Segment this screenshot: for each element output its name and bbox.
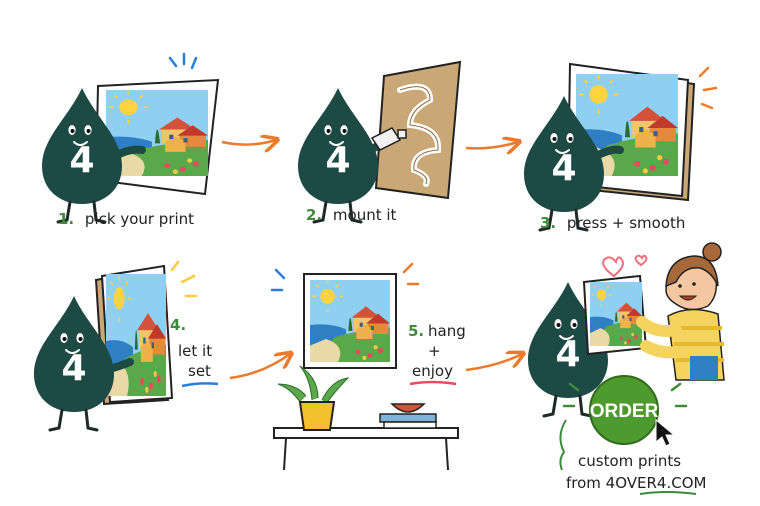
step-5-label-line1: hang: [428, 322, 466, 340]
drop-mascot: 4: [296, 86, 392, 224]
sparkle-lines: [168, 52, 198, 70]
arrow-1-2: [221, 140, 276, 145]
side-table: [273, 427, 459, 471]
arrow-2-3: [465, 142, 518, 148]
order-button[interactable]: ORDER: [589, 375, 659, 445]
step-4-label-line1: let it: [178, 342, 212, 360]
step-3-number: 3.: [540, 214, 556, 232]
arrow-4-5: [229, 354, 290, 380]
order-button-label: ORDER: [590, 401, 659, 422]
mascot-number: 4: [551, 148, 576, 189]
step-3-caption: 3. press + smooth: [540, 214, 685, 232]
underline: [639, 491, 697, 495]
happy-person: [636, 242, 725, 381]
step-6: 4 ORDER: [526, 242, 725, 495]
sparkle-lines: [270, 262, 420, 292]
mascot-number: 4: [555, 334, 580, 375]
bowl-icon: [379, 403, 437, 429]
step-2: 4 2. mount it: [296, 60, 462, 224]
glue-tube: [370, 127, 407, 151]
drop-mascot: 4: [522, 94, 624, 232]
underline: [181, 382, 219, 388]
mount-board: [374, 60, 462, 200]
wall-print: [303, 273, 397, 369]
step-5-label-line2: +: [428, 342, 441, 360]
drop-mascot: 4: [32, 294, 134, 432]
step-4-label-line2: set: [188, 362, 211, 380]
step-1-number: 1.: [58, 210, 74, 228]
cta-caption-line1: custom prints: [578, 452, 681, 470]
cursor-icon: [655, 418, 676, 447]
arrow-5-6: [465, 354, 522, 372]
step-4: 4 4. let it set: [32, 260, 219, 432]
mascot-number: 4: [325, 140, 350, 181]
step-5-number: 5.: [408, 322, 424, 340]
mascot-number: 4: [69, 140, 94, 181]
step-3-label: press + smooth: [567, 214, 686, 232]
step-5-label-line3: enjoy: [412, 362, 453, 380]
sparkle-lines: [170, 260, 198, 298]
step-2-label: mount it: [333, 206, 397, 224]
step-2-number: 2.: [306, 206, 322, 224]
plant-icon: [277, 365, 350, 431]
sparkle-lines: [562, 382, 688, 408]
step-1-label: pick your print: [85, 210, 194, 228]
bracket: [559, 419, 567, 471]
cta-caption-line2: from 4OVER4.COM: [566, 474, 706, 492]
step-4-number: 4.: [170, 316, 186, 334]
sparkle-lines: [698, 66, 718, 110]
step-5: 5. hang + enjoy: [270, 262, 466, 471]
step-1-caption: 1. pick your print: [58, 210, 194, 228]
underline: [409, 380, 457, 386]
step-1: 4 1. pick your print: [40, 52, 220, 228]
drop-mascot: 4: [40, 86, 146, 224]
mascot-number: 4: [61, 348, 86, 389]
heart-icon: [602, 254, 648, 278]
handoff-print: [582, 274, 648, 356]
step-3: 4 3. press + smooth: [522, 62, 718, 232]
step-2-caption: 2. mount it: [306, 206, 397, 224]
